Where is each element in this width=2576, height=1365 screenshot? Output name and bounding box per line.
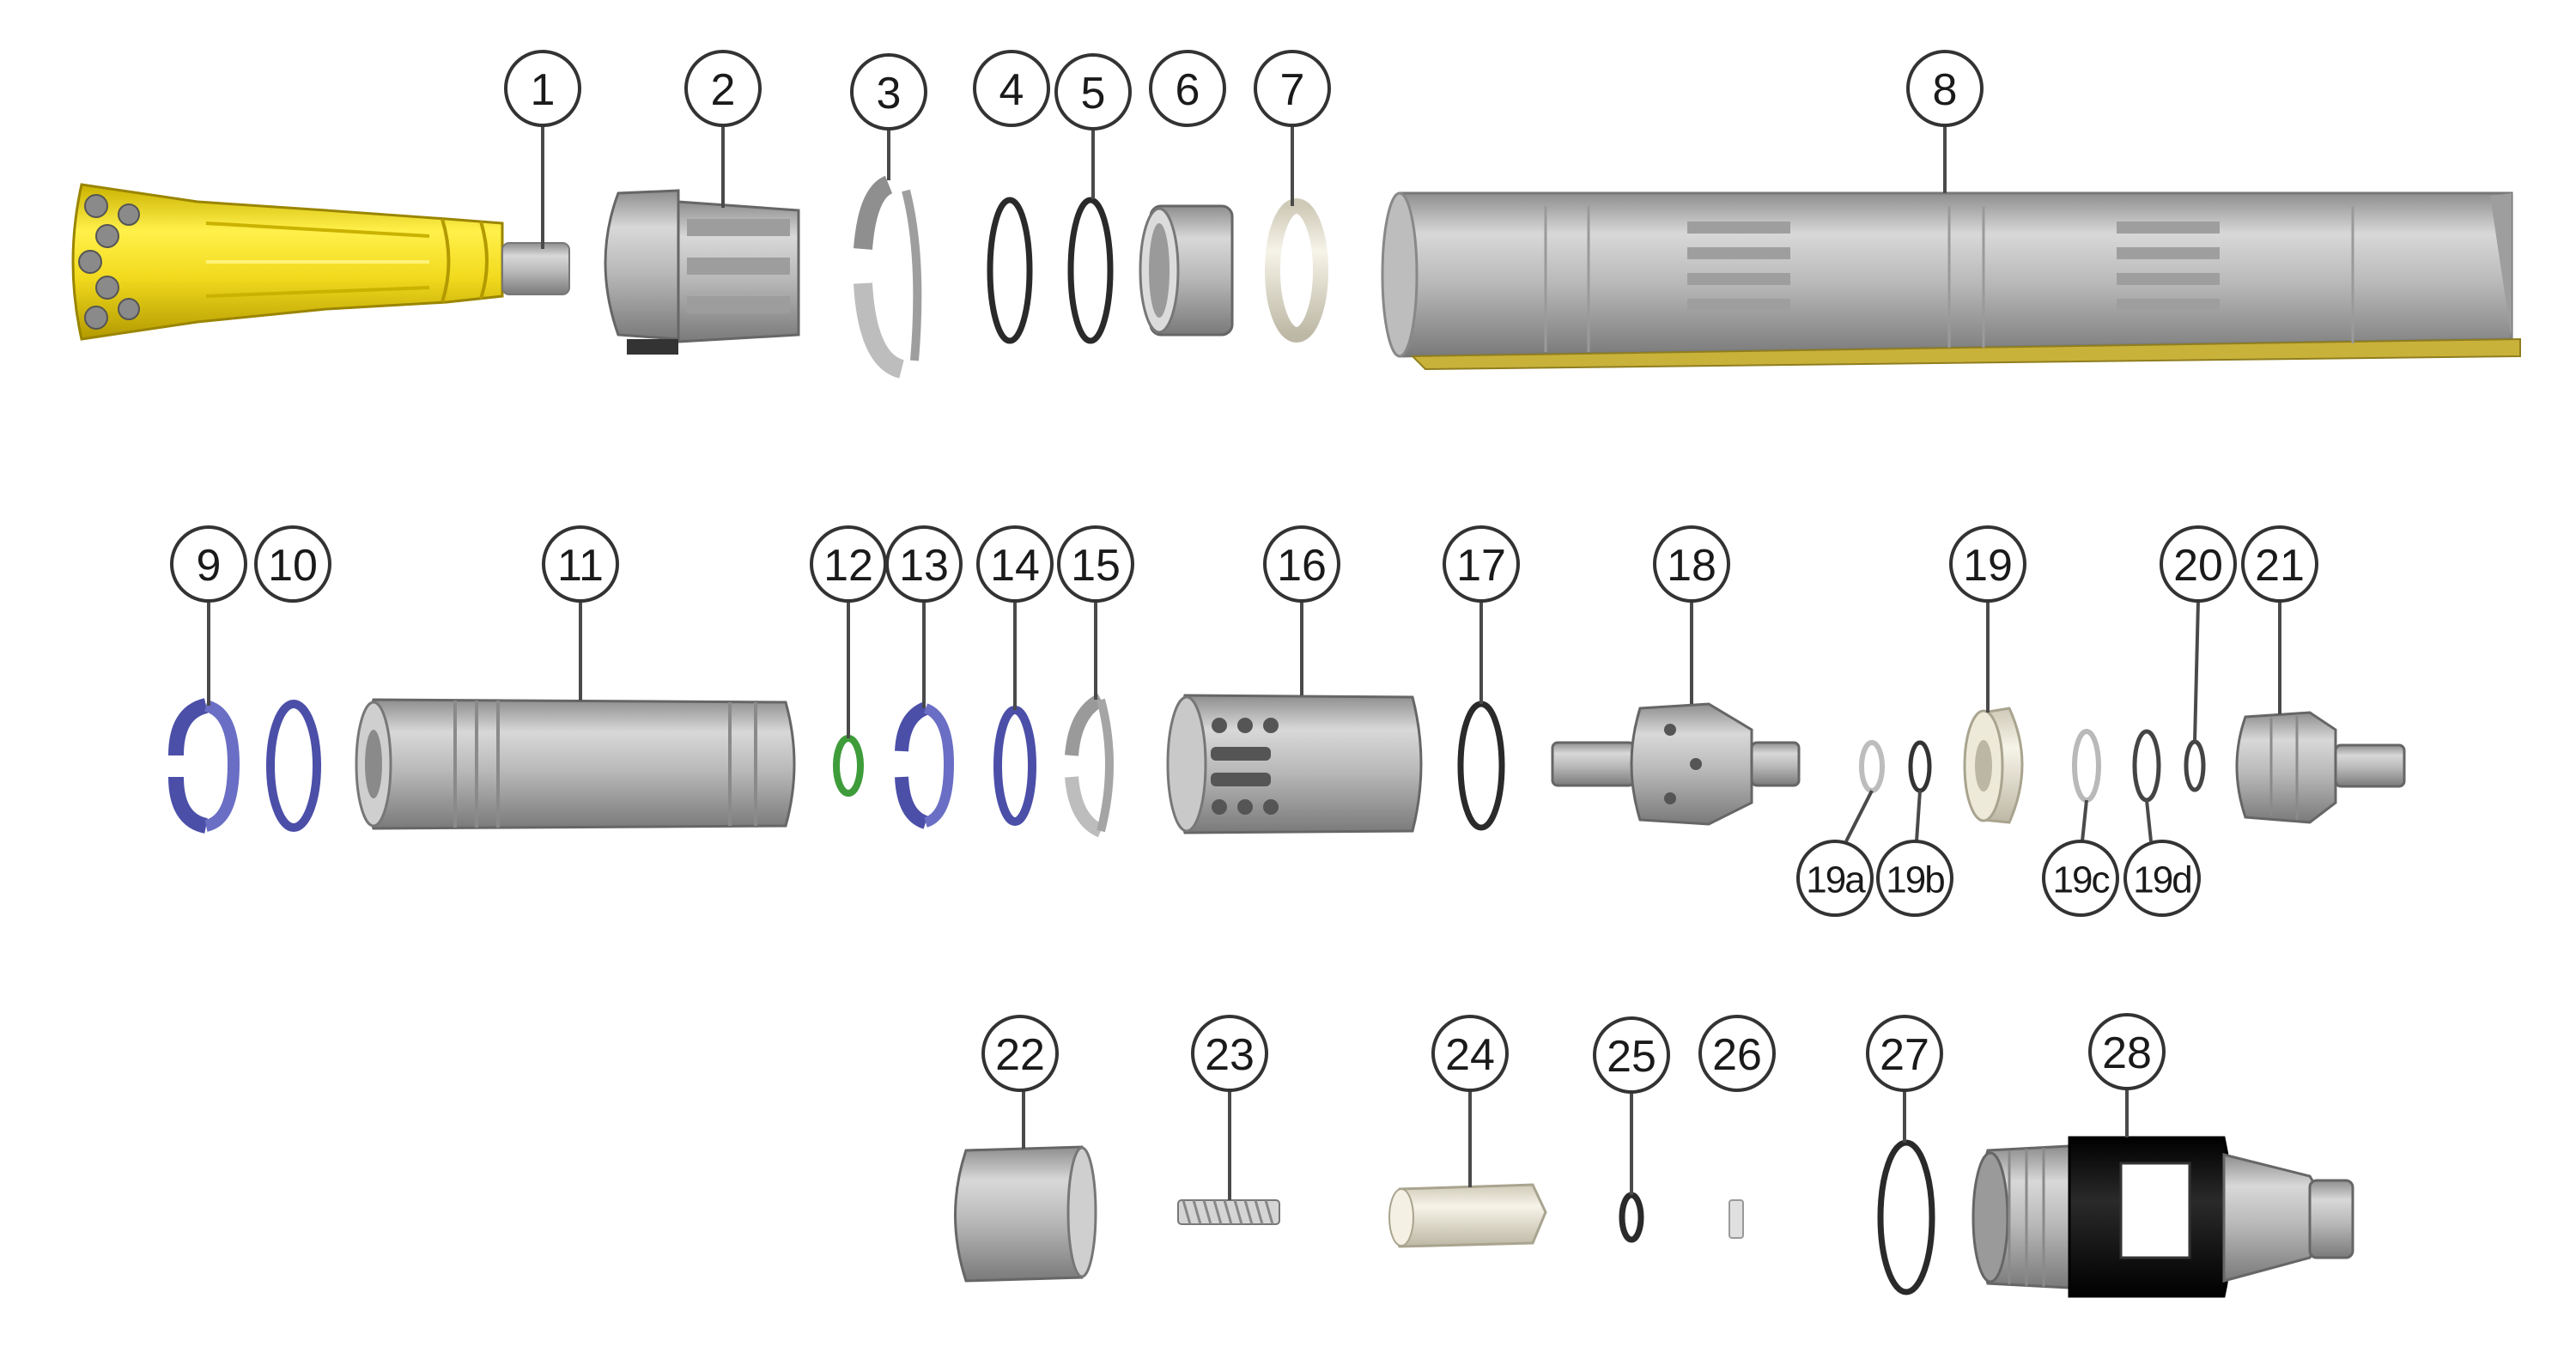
callout-28: 28 [2102,1028,2152,1078]
callout-5: 5 [1081,69,1106,118]
callout-19: 19 [1963,541,2013,591]
callout-13: 13 [899,541,949,591]
part-17-o-ring [1457,701,1505,831]
callout-20: 20 [2173,541,2223,591]
part-19a-ring [1859,740,1885,793]
part-13-split-ring [895,701,955,829]
callout-25: 25 [1607,1032,1656,1082]
part-9-split-ring [168,698,240,834]
callout-15: 15 [1071,541,1121,591]
part-19b-ring [1908,740,1932,793]
part-26-pin [1728,1199,1744,1239]
callout-8: 8 [1933,65,1958,115]
callout-27: 27 [1880,1030,1929,1080]
part-11-piston [355,698,796,830]
callout-26: 26 [1712,1030,1762,1080]
part-14-ring [993,706,1036,826]
part-20-ring [2184,739,2206,792]
callout-22: 22 [995,1030,1045,1080]
part-23-spring [1177,1199,1280,1225]
callout-14: 14 [990,541,1040,591]
part-10-ring [266,700,321,832]
callout-12: 12 [823,541,873,591]
part-8-outer-casing [1381,191,2521,371]
part-27-o-ring [1877,1139,1935,1295]
part-1-drill-bit [71,183,570,341]
callout-6: 6 [1176,65,1200,115]
part-3-split-ring [854,175,922,379]
callout-16: 16 [1277,541,1327,591]
callout-21: 21 [2255,541,2305,591]
part-28-backhead [1971,1136,2354,1298]
part-18-valve [1551,702,1801,826]
callout-2: 2 [711,65,736,115]
callout-19d: 19d [2133,859,2190,901]
part-6-bearing-sleeve [1139,204,1234,337]
callout-17: 17 [1456,541,1506,591]
part-22-sleeve [954,1145,1097,1283]
callout-19b: 19b [1886,859,1944,901]
callout-11: 11 [557,541,604,591]
callout-18: 18 [1667,541,1716,591]
part-24-bushing [1388,1183,1547,1248]
callout-labels: 1 2 3 4 5 6 7 8 9 10 11 12 13 14 15 16 1… [197,65,2305,1082]
callout-4: 4 [999,65,1024,115]
callout-23: 23 [1205,1030,1255,1080]
callout-10: 10 [268,541,318,591]
callout-19c: 19c [2053,859,2110,901]
part-4-o-ring [987,197,1033,344]
part-12-o-ring [833,735,864,797]
callout-9: 9 [197,541,222,591]
part-2-chuck [604,189,800,355]
callout-24: 24 [1445,1030,1495,1080]
callout-19a: 19a [1806,859,1866,901]
callout-1: 1 [531,65,556,115]
callouts [170,50,2318,1094]
part-19d-ring [2132,729,2161,803]
leader-lines [207,125,2281,1200]
part-16-cylinder [1166,694,1423,834]
callout-3: 3 [877,69,902,118]
part-21-valve-stem [2235,711,2406,824]
part-15-split-ring [1065,693,1114,838]
part-7-ring [1265,198,1328,343]
callout-7: 7 [1280,65,1305,115]
part-19c-ring [2072,729,2101,803]
part-25-o-ring [1619,1192,1644,1243]
part-5-o-ring [1067,197,1114,344]
part-19-check-valve [1963,707,2024,824]
